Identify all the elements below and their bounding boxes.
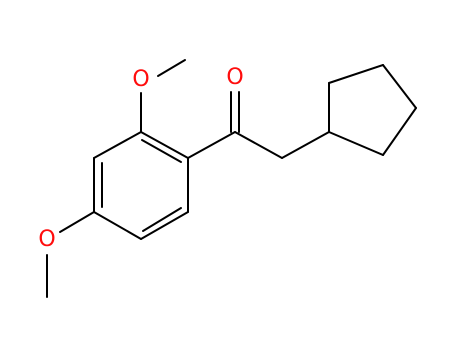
oxygen-atom-top-label: O [132, 67, 149, 92]
bond-cp-2 [328, 64, 384, 84]
oxygen-atom-ketone-label: O [226, 65, 243, 90]
oxygen-atom-bottom-label: O [38, 227, 55, 252]
bond-carbonyl-ch2 [234, 131, 283, 159]
bond-ring-c4-c5 [93, 211, 142, 240]
bond-cp-5 [328, 131, 384, 156]
bond-ring-c5-c6-inner [142, 207, 182, 232]
bond-ring-c5-c6 [140, 211, 189, 240]
bond-methyl-o-top [157, 59, 186, 77]
bond-ring-c2-c3 [93, 131, 142, 159]
bond-cp-3 [382, 64, 417, 109]
bond-ring-carbonyl [187, 131, 236, 159]
bond-ring-c1-c2 [140, 131, 189, 159]
bond-ring-o-bottom [59, 211, 95, 233]
bond-ring-c1-c2-inner [141, 139, 182, 163]
bond-ch2-ring [281, 131, 330, 159]
bond-cp-4 [382, 107, 417, 156]
